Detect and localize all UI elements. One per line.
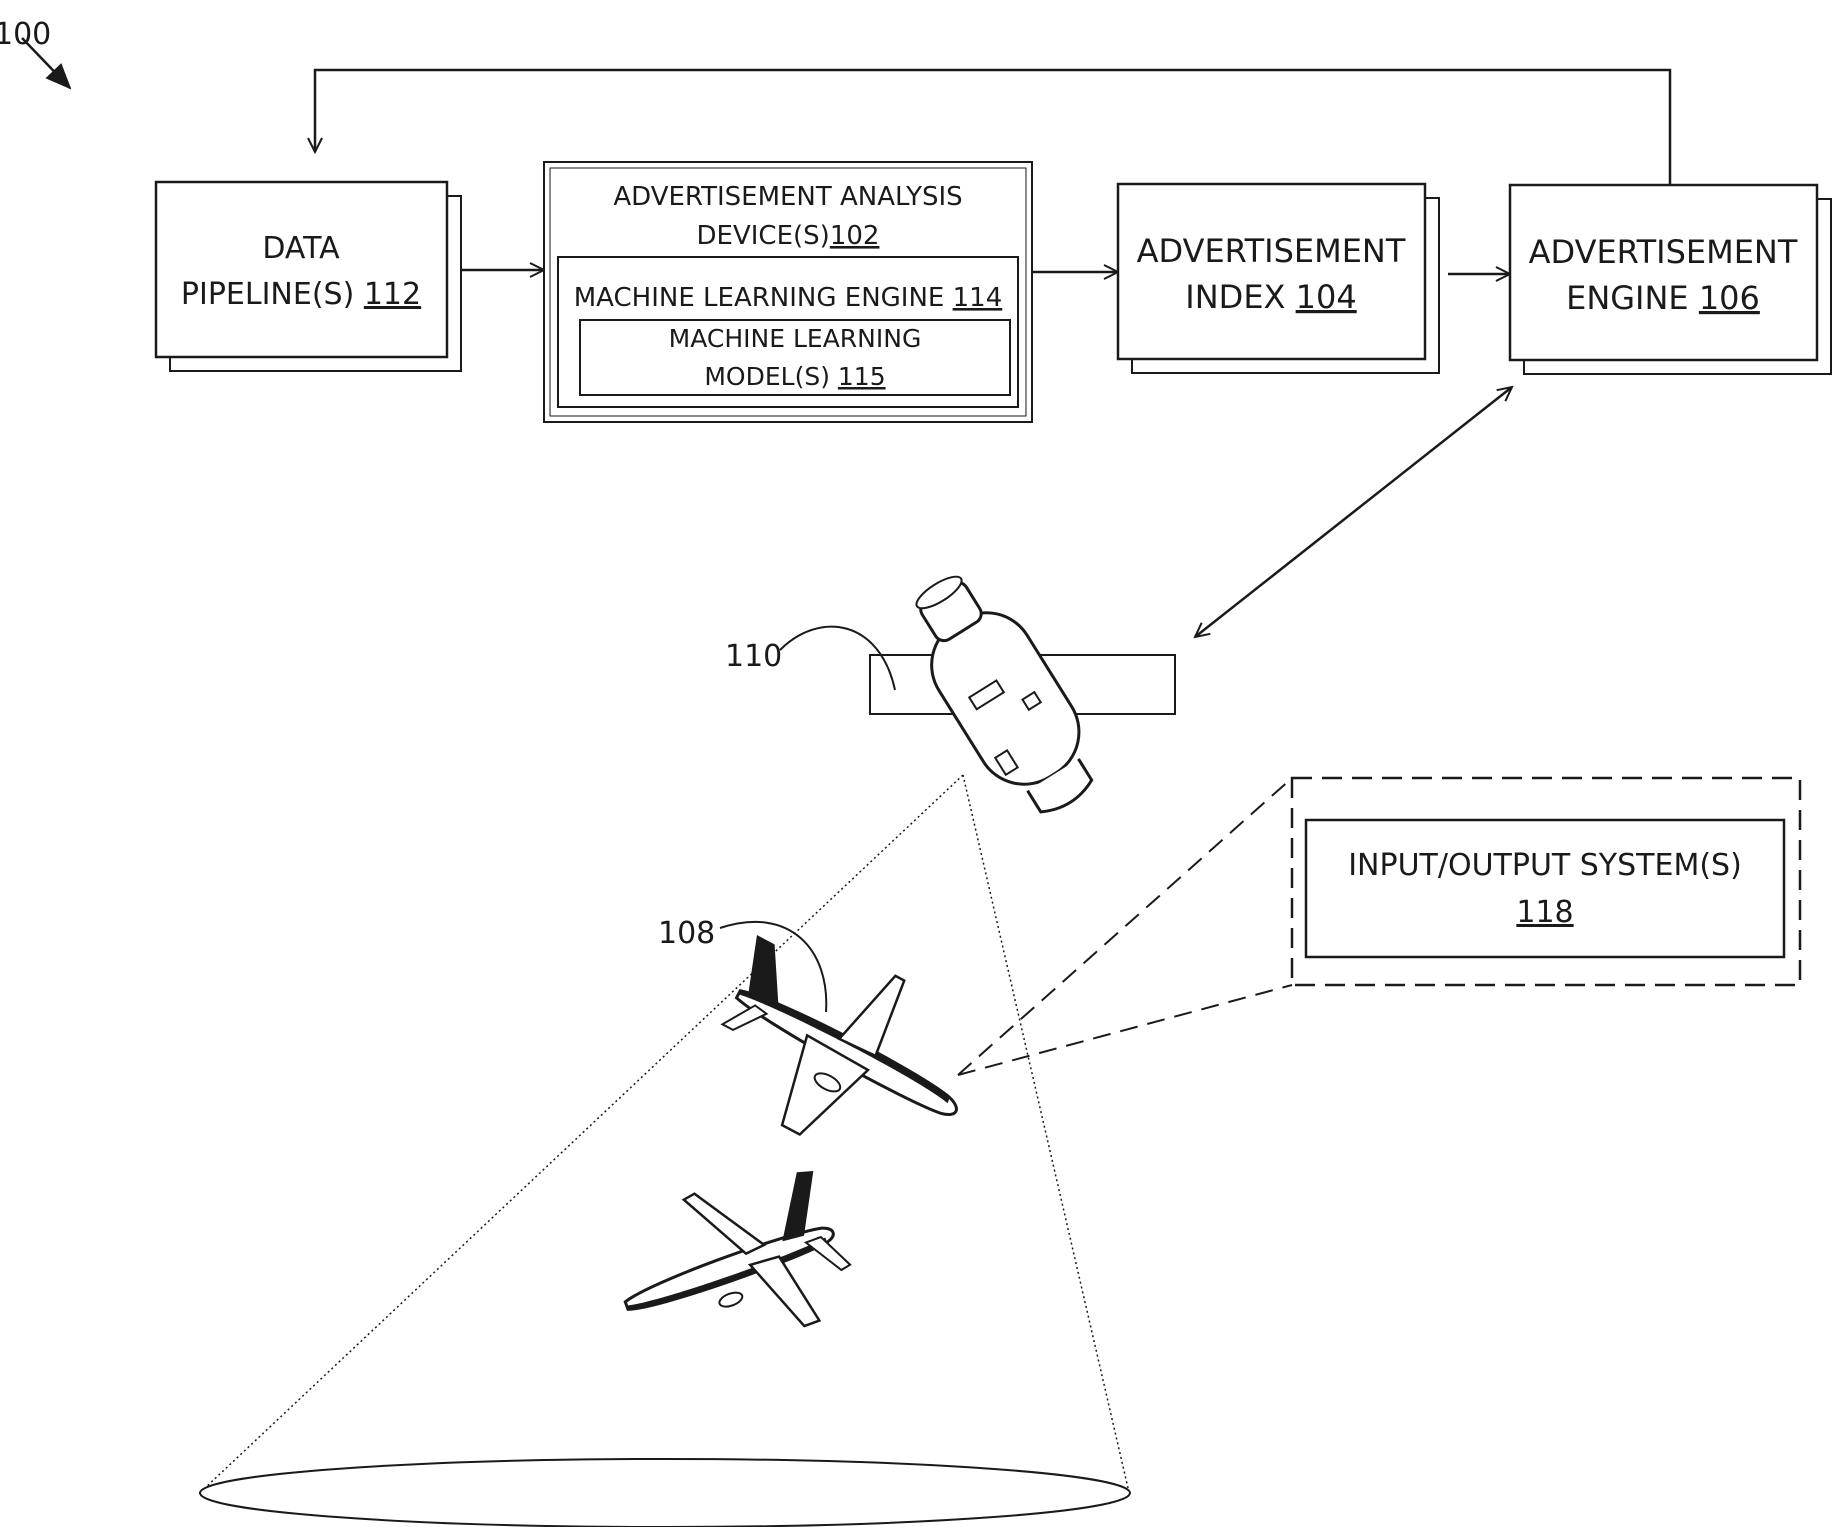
satellite-icon xyxy=(870,557,1175,830)
ml-model-line1: MACHINE LEARNING xyxy=(669,324,922,353)
airplane-icon xyxy=(685,910,999,1194)
data-pipeline-ref: 112 xyxy=(364,277,421,312)
ad-engine-line1: ADVERTISEMENT xyxy=(1529,233,1798,271)
ad-engine-line2: ENGINE xyxy=(1566,279,1699,317)
ad-index-line2: INDEX xyxy=(1185,278,1295,316)
data-pipeline-line1: DATA xyxy=(262,231,340,266)
ml-engine-box: MACHINE LEARNING ENGINE 114 MACHINE LEAR… xyxy=(558,257,1018,407)
svg-text:INDEX 104: INDEX 104 xyxy=(1185,278,1356,316)
svg-text:PIPELINE(S) 112: PIPELINE(S) 112 xyxy=(181,277,421,312)
data-pipeline-box: DATA PIPELINE(S) 112 xyxy=(156,182,461,371)
io-system-line1: INPUT/OUTPUT SYSTEM(S) xyxy=(1348,848,1742,883)
ml-engine-label: MACHINE LEARNING ENGINE xyxy=(574,283,953,313)
arrow-satellite-engine xyxy=(1195,387,1512,637)
airplane-icon xyxy=(599,1152,865,1381)
io-system-box: INPUT/OUTPUT SYSTEM(S) 118 xyxy=(1292,778,1800,985)
io-connector-lines xyxy=(958,778,1292,1075)
io-system-ref: 118 xyxy=(1516,895,1573,930)
analysis-device-ref: 102 xyxy=(830,221,880,251)
satellite-callout-label: 110 xyxy=(725,639,782,674)
svg-text:DEVICE(S)102: DEVICE(S)102 xyxy=(697,221,880,251)
ad-index-line1: ADVERTISEMENT xyxy=(1137,232,1406,270)
ad-index-box: ADVERTISEMENT INDEX 104 xyxy=(1118,184,1439,373)
ml-model-line2: MODEL(S) xyxy=(704,362,838,391)
svg-text:MACHINE LEARNING ENGINE 114: MACHINE LEARNING ENGINE 114 xyxy=(574,283,1003,313)
ad-engine-box: ADVERTISEMENT ENGINE 106 xyxy=(1510,185,1831,374)
svg-text:MODEL(S) 115: MODEL(S) 115 xyxy=(704,362,885,391)
ml-engine-ref: 114 xyxy=(953,283,1003,313)
ml-model-ref: 115 xyxy=(838,362,886,391)
ad-index-ref: 104 xyxy=(1296,278,1357,316)
ad-engine-ref: 106 xyxy=(1699,279,1760,317)
svg-text:ENGINE 106: ENGINE 106 xyxy=(1566,279,1760,317)
figure-number: 100 xyxy=(0,17,51,52)
analysis-device-line2: DEVICE(S) xyxy=(697,221,830,251)
coverage-cone xyxy=(200,775,1130,1527)
analysis-device-box: ADVERTISEMENT ANALYSIS DEVICE(S)102 MACH… xyxy=(544,162,1032,422)
data-pipeline-line2: PIPELINE(S) xyxy=(181,277,364,312)
analysis-device-line1: ADVERTISEMENT ANALYSIS xyxy=(613,182,962,212)
ml-model-box: MACHINE LEARNING MODEL(S) 115 xyxy=(580,320,1010,395)
aircraft-callout-label: 108 xyxy=(658,916,715,951)
figure-reference: 100 xyxy=(0,17,70,88)
